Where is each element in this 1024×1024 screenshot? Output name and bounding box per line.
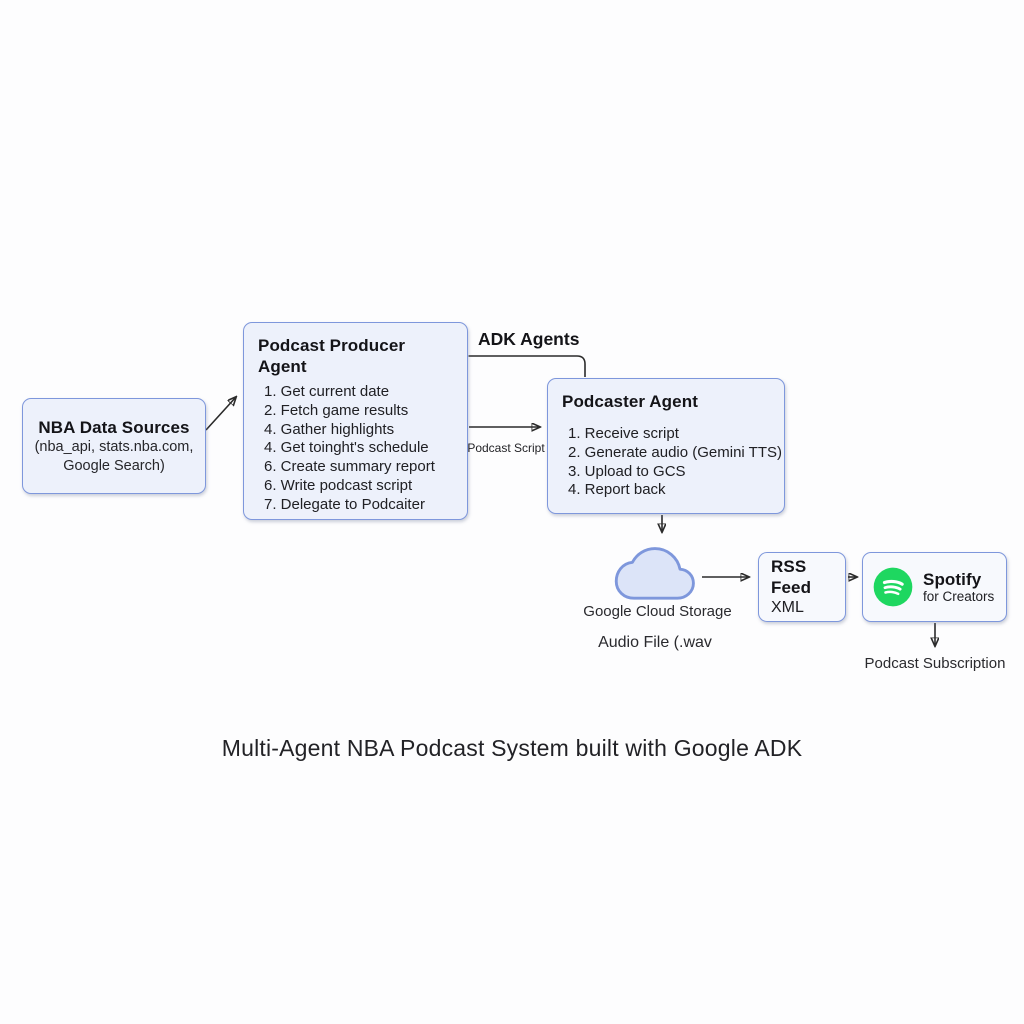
arrow-nba-to-producer [205, 397, 236, 431]
list-item: 1. Receive script [568, 425, 679, 442]
nba-data-sources-line1: (nba_api, stats.nba.com, [34, 438, 194, 455]
rss-feed-node: RSS Feed XML [758, 552, 846, 622]
spotify-title: Spotify [923, 569, 982, 589]
list-item: 2. Generate audio (Gemini TTS) [568, 443, 782, 461]
list-item: 3. Upload to GCS [568, 462, 686, 480]
diagram-caption: Multi-Agent NBA Podcast System built wit… [221, 735, 803, 761]
list-item: 1. Get current date [264, 383, 390, 400]
nba-data-sources-node: NBA Data Sources (nba_api, stats.nba.com… [22, 398, 206, 494]
podcaster-agent-title: Podcaster Agent [562, 392, 698, 411]
list-item: 4. Report back [568, 481, 666, 499]
google-cloud-storage-label: Google Cloud Storage [583, 603, 732, 620]
podcast-subscription-label: Podcast Subscription [864, 655, 1006, 672]
google-cloud-storage-icon [607, 535, 703, 608]
list-item: 6. Write podcast script [264, 476, 413, 494]
spotify-subtitle: for Creators [923, 588, 995, 604]
list-item: 2. Fetch game results [264, 401, 409, 419]
list-item: 4. Gather highlights [264, 420, 395, 438]
list-item: 6. Create summary report [264, 458, 435, 476]
nba-data-sources-title: NBA Data Sources [38, 417, 190, 437]
podcast-script-label: Podcast Script [467, 441, 545, 455]
list-item: 7. Delegate to Podcaiter [264, 495, 425, 513]
spotify-icon [873, 567, 913, 607]
list-item: 4. Get toinght's schedule [264, 439, 429, 457]
rss-feed-title: RSS Feed [771, 557, 812, 597]
podcast-producer-agent-node: Podcast Producer Agent 1. Get current da… [243, 322, 468, 520]
connector-producer-to-podcaster-top [468, 355, 586, 377]
adk-agents-label: ADK Agents [478, 329, 580, 349]
podcast-producer-agent-title: Podcast Producer Agent [258, 336, 406, 376]
audio-file-label: Audio File (.wav [598, 634, 712, 651]
nba-data-sources-line2: Google Search) [63, 457, 165, 474]
spotify-node: Spotify for Creators [862, 552, 1007, 622]
rss-feed-subtitle: XML [771, 599, 804, 616]
cloud-icon [614, 547, 695, 600]
